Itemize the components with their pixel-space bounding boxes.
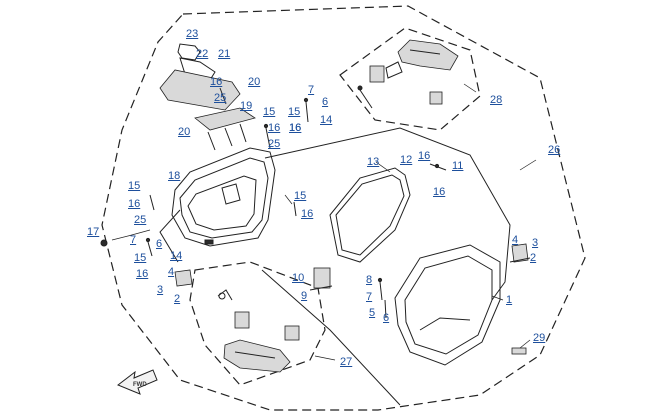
part-label-22[interactable]: 22 (196, 48, 209, 60)
part-label-16[interactable]: 16 (301, 208, 314, 220)
part-label-25[interactable]: 25 (268, 138, 281, 150)
part-label-14[interactable]: 14 (320, 114, 333, 126)
leader-lines (111, 83, 537, 361)
part-label-9[interactable]: 9 (301, 290, 308, 302)
forward-arrow-icon: FWD (117, 369, 158, 395)
part-label-28[interactable]: 28 (490, 94, 503, 106)
bottom-latch (217, 289, 300, 373)
part-label-25[interactable]: 25 (214, 92, 227, 104)
top-latch (357, 39, 459, 109)
plate-part (511, 347, 527, 355)
part-label-14[interactable]: 14 (170, 250, 183, 262)
part-label-7[interactable]: 7 (366, 291, 373, 303)
screw-part (100, 239, 108, 247)
part-label-15[interactable]: 15 (294, 190, 307, 202)
part-label-25[interactable]: 25 (134, 214, 147, 226)
part-label-16[interactable]: 16 (289, 122, 302, 134)
part-label-29[interactable]: 29 (533, 332, 546, 344)
latch-group-boundary (339, 27, 481, 131)
part-label-15[interactable]: 15 (128, 180, 141, 192)
part-label-4[interactable]: 4 (168, 266, 175, 278)
part-label-16[interactable]: 16 (136, 268, 149, 280)
cover-shell (394, 244, 501, 366)
part-label-16[interactable]: 16 (128, 198, 141, 210)
part-label-15[interactable]: 15 (134, 252, 147, 264)
part-label-2[interactable]: 2 (174, 293, 181, 305)
right-bracket (509, 243, 531, 263)
part-label-6[interactable]: 6 (156, 238, 163, 250)
fasteners (145, 87, 447, 319)
part-label-10[interactable]: 10 (292, 272, 305, 284)
lid-panel (329, 167, 411, 263)
part-label-7[interactable]: 7 (308, 84, 315, 96)
part-label-8[interactable]: 8 (366, 274, 373, 286)
part-label-15[interactable]: 15 (263, 106, 276, 118)
part-label-15[interactable]: 15 (288, 106, 301, 118)
bottom-latch-group-boundary (189, 261, 326, 386)
hinge-bar (194, 107, 256, 151)
part-label-6[interactable]: 6 (322, 96, 329, 108)
top-pad-assembly (159, 43, 241, 111)
part-label-13[interactable]: 13 (367, 156, 380, 168)
part-label-27[interactable]: 27 (340, 356, 353, 368)
part-label-6[interactable]: 6 (383, 312, 390, 324)
part-label-16[interactable]: 16 (433, 186, 446, 198)
part-label-20[interactable]: 20 (248, 76, 261, 88)
hinge-block (309, 267, 333, 291)
part-label-19[interactable]: 19 (240, 100, 253, 112)
part-label-7[interactable]: 7 (130, 234, 137, 246)
frame-line (261, 269, 401, 406)
part-label-4[interactable]: 4 (512, 234, 519, 246)
part-label-5[interactable]: 5 (369, 307, 376, 319)
left-bracket (174, 269, 193, 287)
part-label-26[interactable]: 26 (548, 144, 561, 156)
part-label-16[interactable]: 16 (289, 122, 302, 134)
part-label-2[interactable]: 2 (530, 252, 537, 264)
part-label-16[interactable]: 16 (268, 122, 281, 134)
part-label-17[interactable]: 17 (87, 226, 100, 238)
case-body (171, 147, 276, 247)
lid-area-outline (264, 127, 511, 301)
part-label-11[interactable]: 11 (452, 160, 464, 172)
part-label-23[interactable]: 23 (186, 28, 199, 40)
fwd-arrow-text: FWD (133, 382, 147, 388)
assembly-boundary (101, 5, 586, 411)
part-label-3[interactable]: 3 (532, 237, 539, 249)
part-label-3[interactable]: 3 (157, 284, 164, 296)
part-label-21[interactable]: 21 (218, 48, 231, 60)
part-label-1[interactable]: 1 (506, 294, 513, 306)
part-label-20[interactable]: 20 (178, 126, 191, 138)
part-label-18[interactable]: 18 (168, 170, 181, 182)
part-label-16[interactable]: 16 (418, 150, 431, 162)
part-label-16[interactable]: 16 (210, 76, 223, 88)
part-label-12[interactable]: 12 (400, 154, 413, 166)
